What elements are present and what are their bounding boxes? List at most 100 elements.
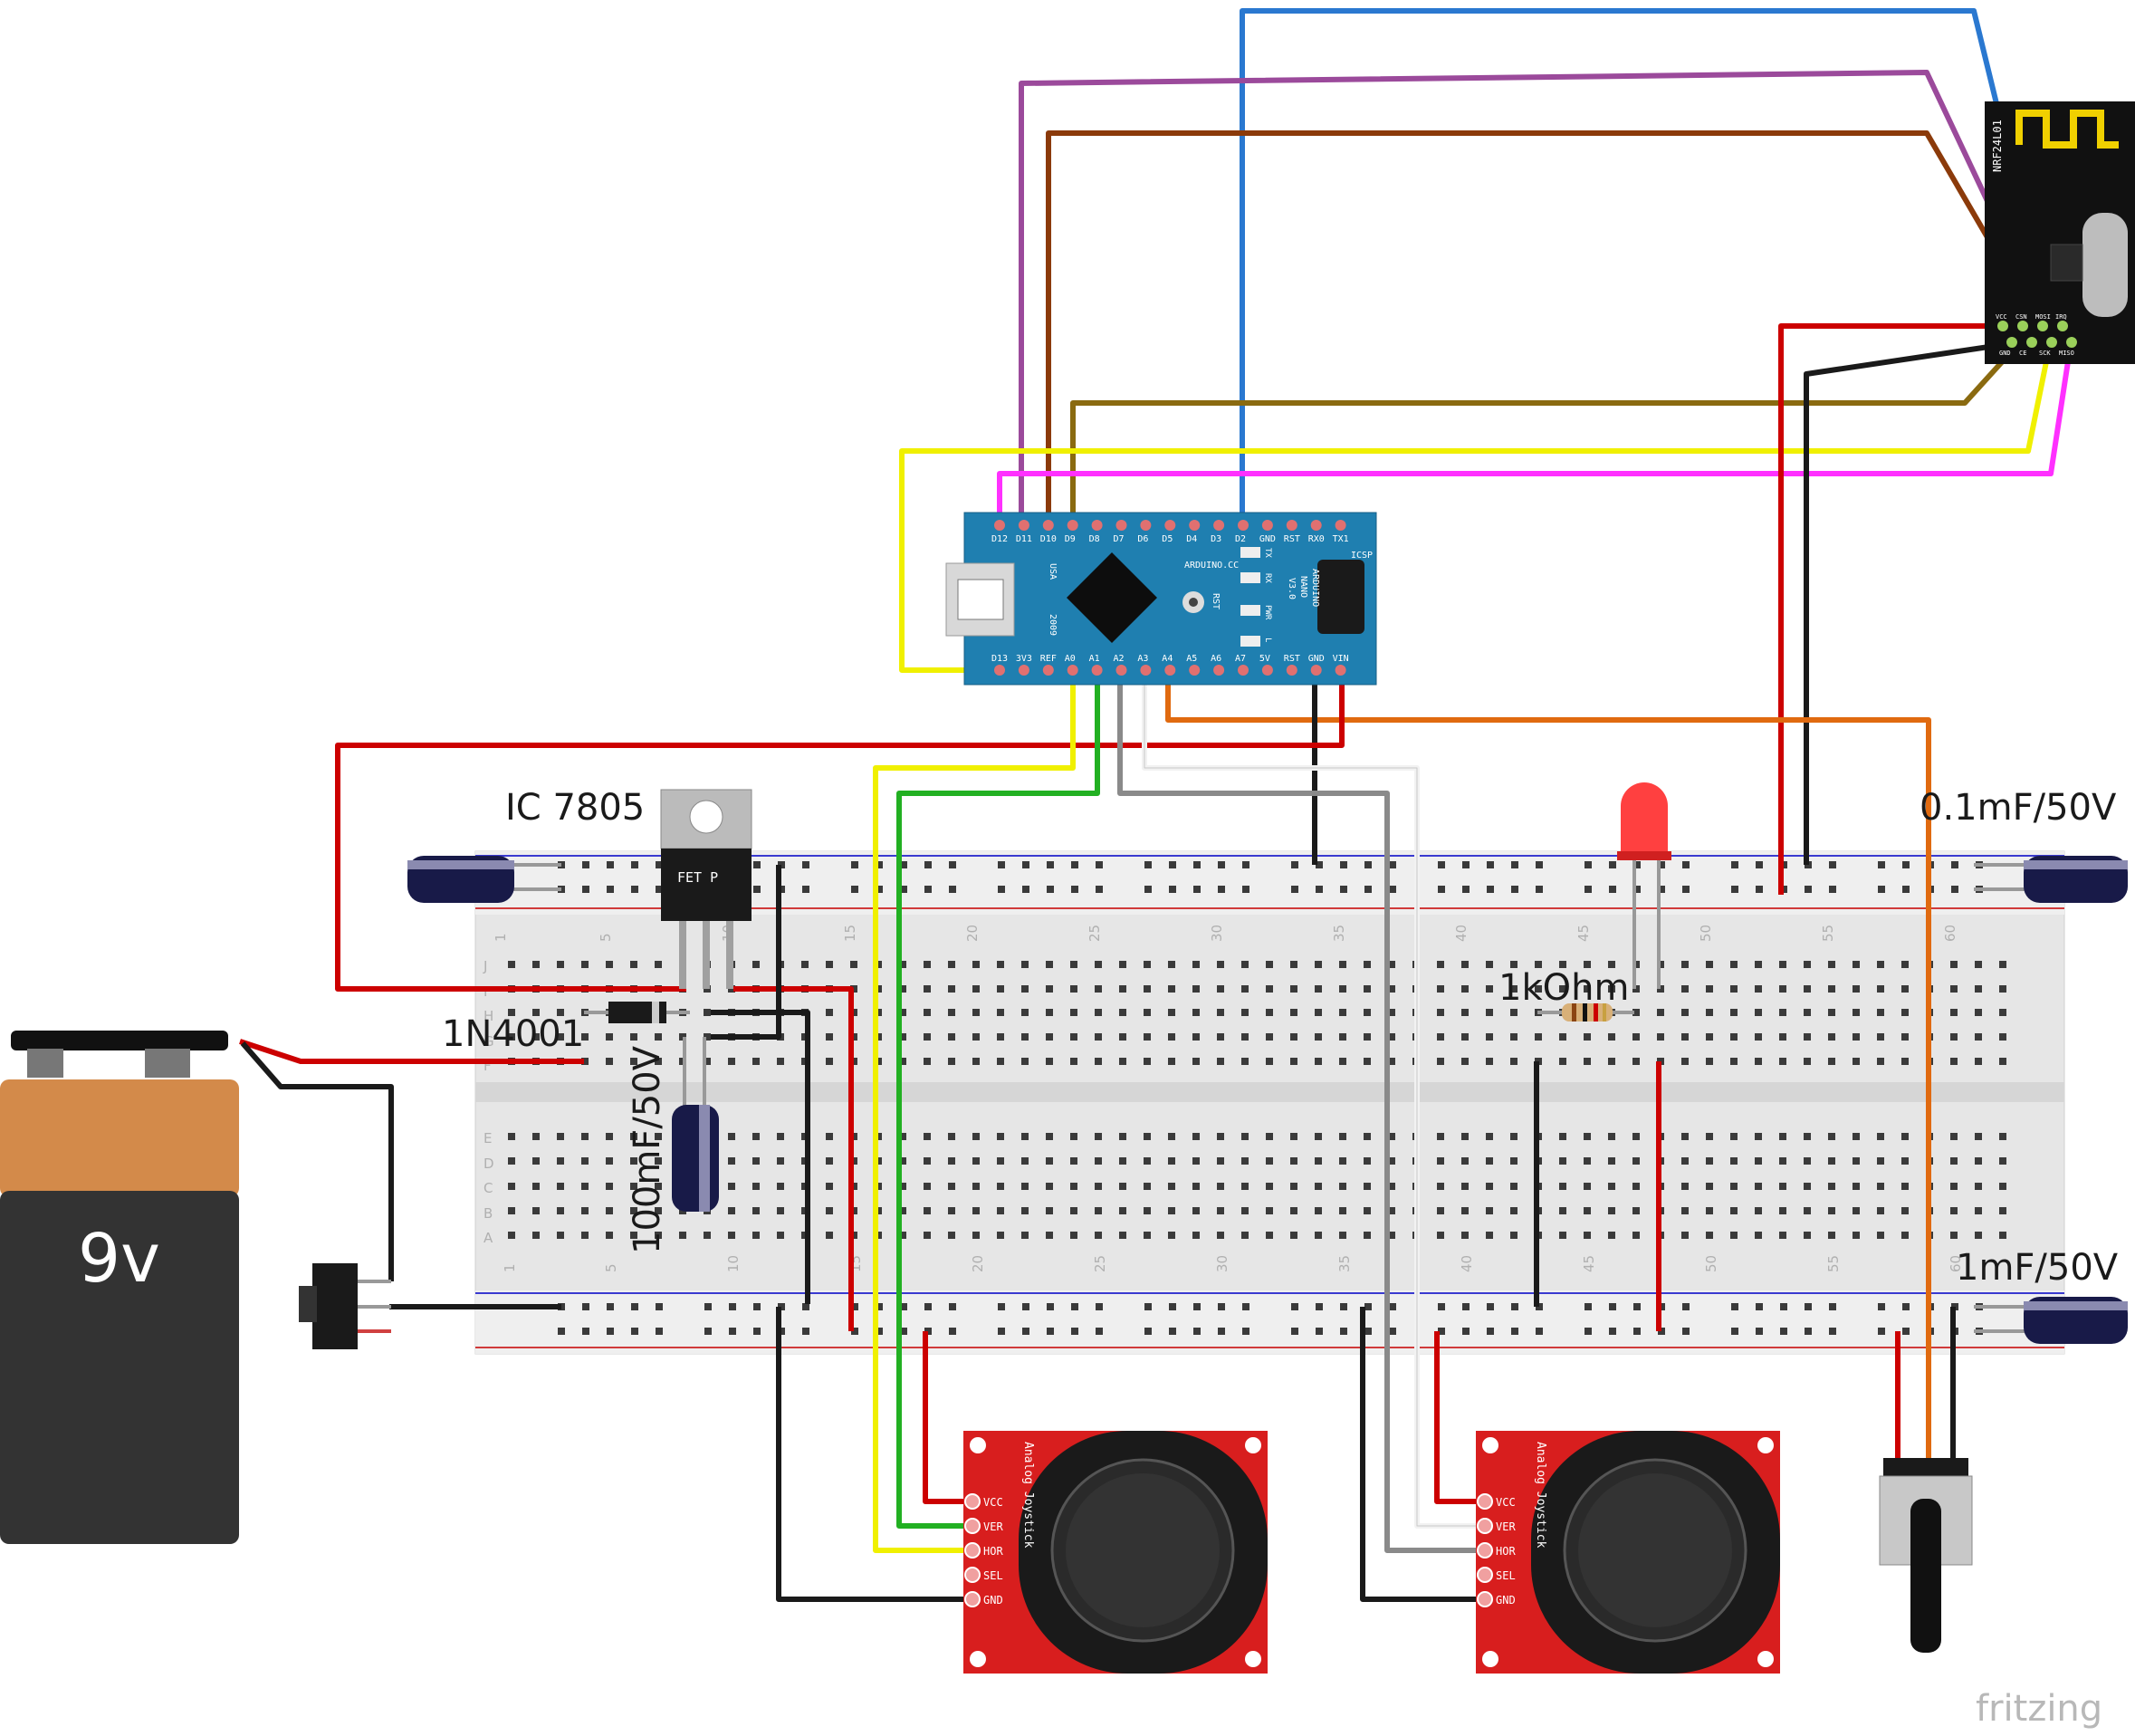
terminal-hole [826, 1133, 833, 1140]
arduino-pin-label: A0 [1065, 654, 1076, 664]
terminal-hole [1144, 1058, 1151, 1065]
terminal-hole [1584, 1157, 1591, 1165]
terminal-hole [1046, 1207, 1053, 1214]
nrf-pin-label: MISO [2059, 350, 2074, 357]
terminal-hole [1266, 1183, 1273, 1190]
terminal-hole [1755, 1133, 1762, 1140]
arduino-pin-label: A2 [1114, 654, 1125, 664]
terminal-hole [1877, 1009, 1884, 1016]
terminal-hole [1901, 1133, 1909, 1140]
bb-row-letter: E [483, 1130, 492, 1146]
terminal-hole [630, 1183, 637, 1190]
rail-hole [802, 1328, 809, 1335]
terminal-hole [1877, 1033, 1884, 1041]
terminal-hole [1632, 1133, 1640, 1140]
terminal-hole [1535, 961, 1542, 968]
terminal-hole [1535, 1033, 1542, 1041]
terminal-hole [1804, 1183, 1811, 1190]
terminal-hole [1730, 1033, 1738, 1041]
rail-hole [924, 1303, 932, 1310]
rail-hole [949, 861, 956, 868]
terminal-hole [581, 961, 589, 968]
terminal-hole [1559, 1058, 1566, 1065]
terminal-hole [1632, 1157, 1640, 1165]
terminal-hole [1975, 1157, 1982, 1165]
terminal-hole [1779, 1009, 1786, 1016]
terminal-hole [1828, 1133, 1835, 1140]
terminal-hole [1437, 1207, 1444, 1214]
terminal-hole [1144, 1009, 1151, 1016]
rail-hole [998, 1303, 1005, 1310]
arduino-model-label: ARDUINO [1310, 569, 1320, 607]
terminal-hole [1828, 1232, 1835, 1239]
rail-hole [1169, 861, 1176, 868]
terminal-hole [1266, 1232, 1273, 1239]
terminal-hole [1632, 1058, 1640, 1065]
terminal-hole [1364, 1207, 1371, 1214]
terminal-hole [1681, 1157, 1689, 1165]
terminal-hole [1144, 1157, 1151, 1165]
terminal-hole [972, 985, 980, 993]
terminal-hole [1021, 961, 1029, 968]
bb-col-num: 5 [603, 1263, 619, 1272]
terminal-hole [1364, 961, 1371, 968]
terminal-hole [1853, 1009, 1860, 1016]
terminal-hole [1046, 1183, 1053, 1190]
rail-hole [1902, 1303, 1910, 1310]
terminal-hole [1755, 1033, 1762, 1041]
terminal-hole [606, 1157, 613, 1165]
terminal-hole [1608, 1157, 1615, 1165]
terminal-hole [1315, 1207, 1322, 1214]
terminal-hole [924, 1207, 931, 1214]
terminal-hole [1706, 1157, 1713, 1165]
terminal-hole [1877, 1232, 1884, 1239]
terminal-hole [948, 1009, 955, 1016]
rail-hole [1805, 1303, 1812, 1310]
terminal-hole [1119, 1157, 1126, 1165]
terminal-hole [924, 1058, 931, 1065]
rail-hole [876, 861, 883, 868]
nrf-pin-label: CSN [2015, 313, 2027, 321]
bb-col-num: 50 [1698, 925, 1714, 942]
joystick-pin-label: SEL [983, 1569, 1003, 1582]
arduino-pin [1286, 520, 1297, 531]
terminal-hole [1217, 985, 1224, 993]
rail-hole [1022, 1303, 1029, 1310]
arduino-pin [1335, 520, 1346, 531]
bb-col-num: 5 [598, 933, 614, 942]
arduino-pin-label: D5 [1162, 534, 1173, 544]
rail-hole [558, 1328, 565, 1335]
rail-hole [753, 886, 761, 893]
rail-hole [1364, 1328, 1372, 1335]
terminal-hole [1975, 1033, 1982, 1041]
terminal-hole [1339, 1133, 1346, 1140]
terminal-hole [606, 1058, 613, 1065]
rail-hole [1682, 1303, 1690, 1310]
terminal-hole [1290, 985, 1297, 993]
arduino-pin [994, 665, 1005, 676]
terminal-hole [630, 1207, 637, 1214]
rail-hole [704, 1303, 712, 1310]
rail-hole [1511, 861, 1518, 868]
rail-hole [1022, 1328, 1029, 1335]
terminal-hole [1095, 985, 1102, 993]
terminal-hole [1437, 985, 1444, 993]
terminal-hole [630, 1232, 637, 1239]
terminal-hole [1779, 1232, 1786, 1239]
terminal-hole [1975, 1207, 1982, 1214]
led-red [1617, 782, 1671, 989]
terminal-hole [1779, 985, 1786, 993]
terminal-hole [1755, 961, 1762, 968]
terminal-hole [557, 1232, 564, 1239]
terminal-hole [1119, 1033, 1126, 1041]
terminal-hole [1559, 985, 1566, 993]
terminal-hole [1632, 1009, 1640, 1016]
rail-hole [656, 1328, 663, 1335]
terminal-hole [1021, 1133, 1029, 1140]
terminal-hole [972, 1183, 980, 1190]
rail-hole [1193, 861, 1201, 868]
terminal-hole [1290, 1058, 1297, 1065]
joystick-pin-label: VER [1496, 1520, 1516, 1533]
terminal-hole [777, 1058, 784, 1065]
